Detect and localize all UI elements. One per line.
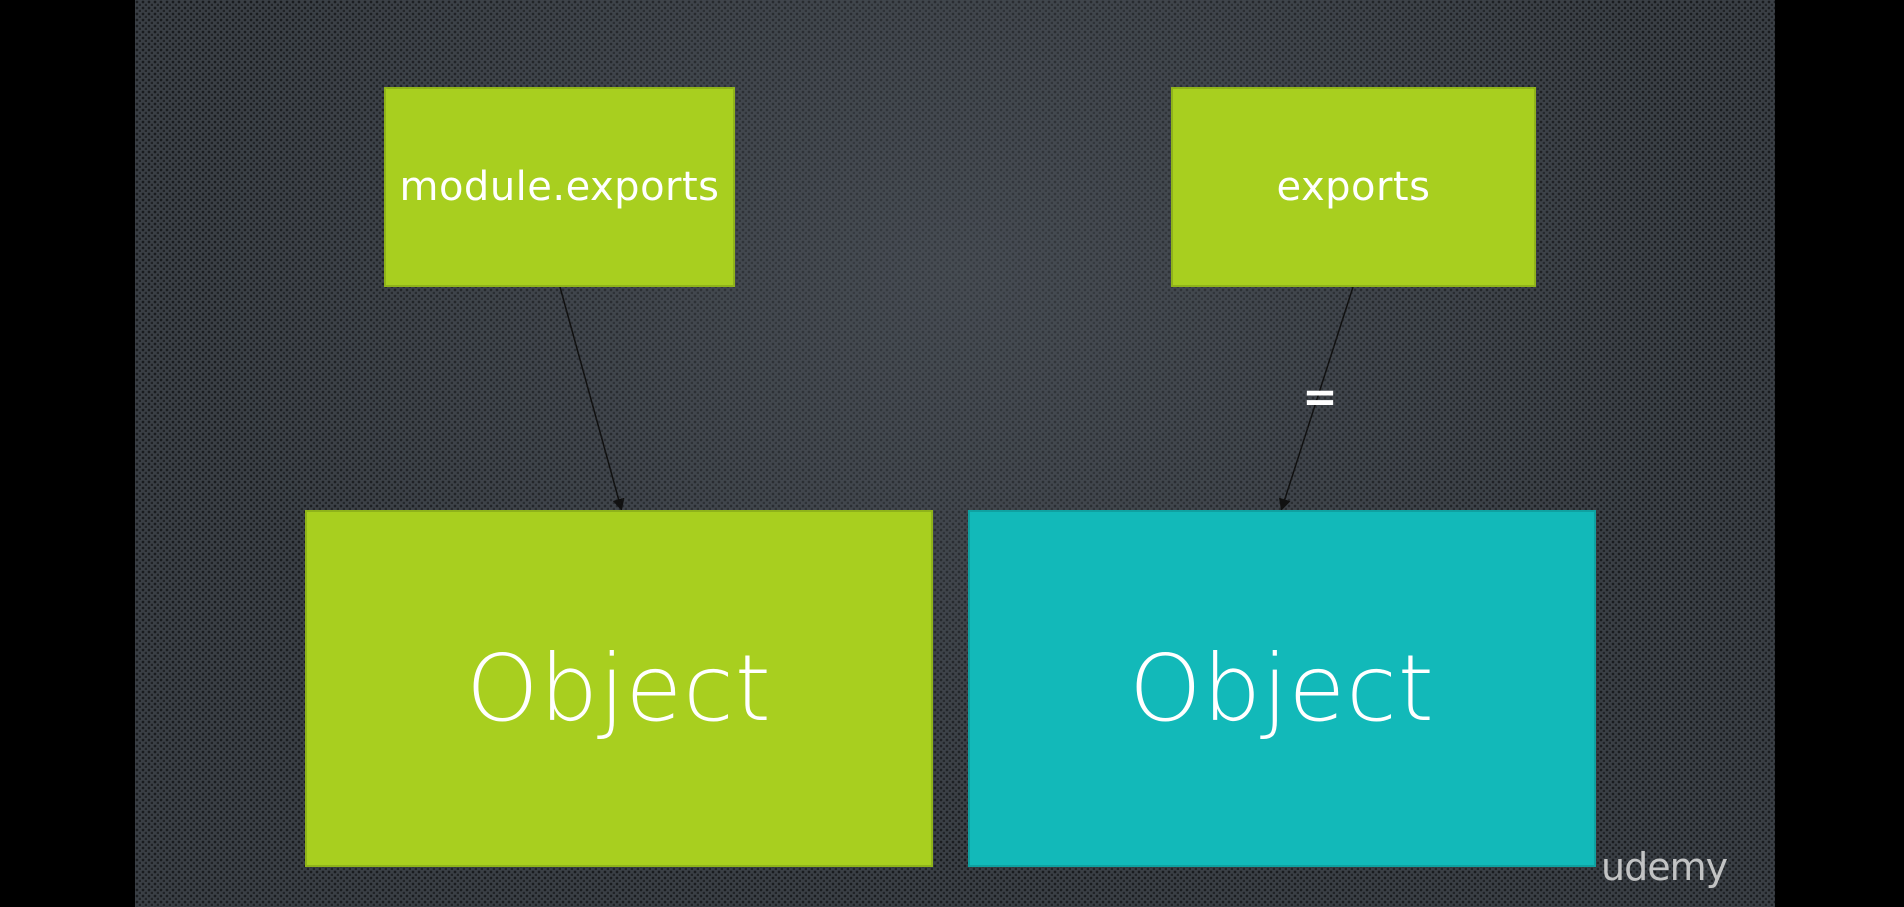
exports-box: exports — [1171, 87, 1536, 287]
exports-object-box: Object — [968, 510, 1596, 867]
arrow-module-exports-to-object — [559, 286, 625, 511]
object-label-right: Object — [1129, 635, 1435, 742]
exports-label: exports — [1276, 164, 1431, 210]
connector-arrows — [559, 286, 1354, 511]
equals-sign: = — [1302, 372, 1338, 421]
module-exports-box: module.exports — [384, 87, 735, 287]
arrow-exports-to-object — [1279, 286, 1354, 511]
udemy-watermark: udemy — [1601, 845, 1728, 889]
module-exports-object-box: Object — [305, 510, 933, 867]
module-exports-label: module.exports — [399, 164, 720, 210]
object-label-left: Object — [466, 635, 772, 742]
slide: module.exports exports = Object Object u… — [135, 0, 1775, 907]
